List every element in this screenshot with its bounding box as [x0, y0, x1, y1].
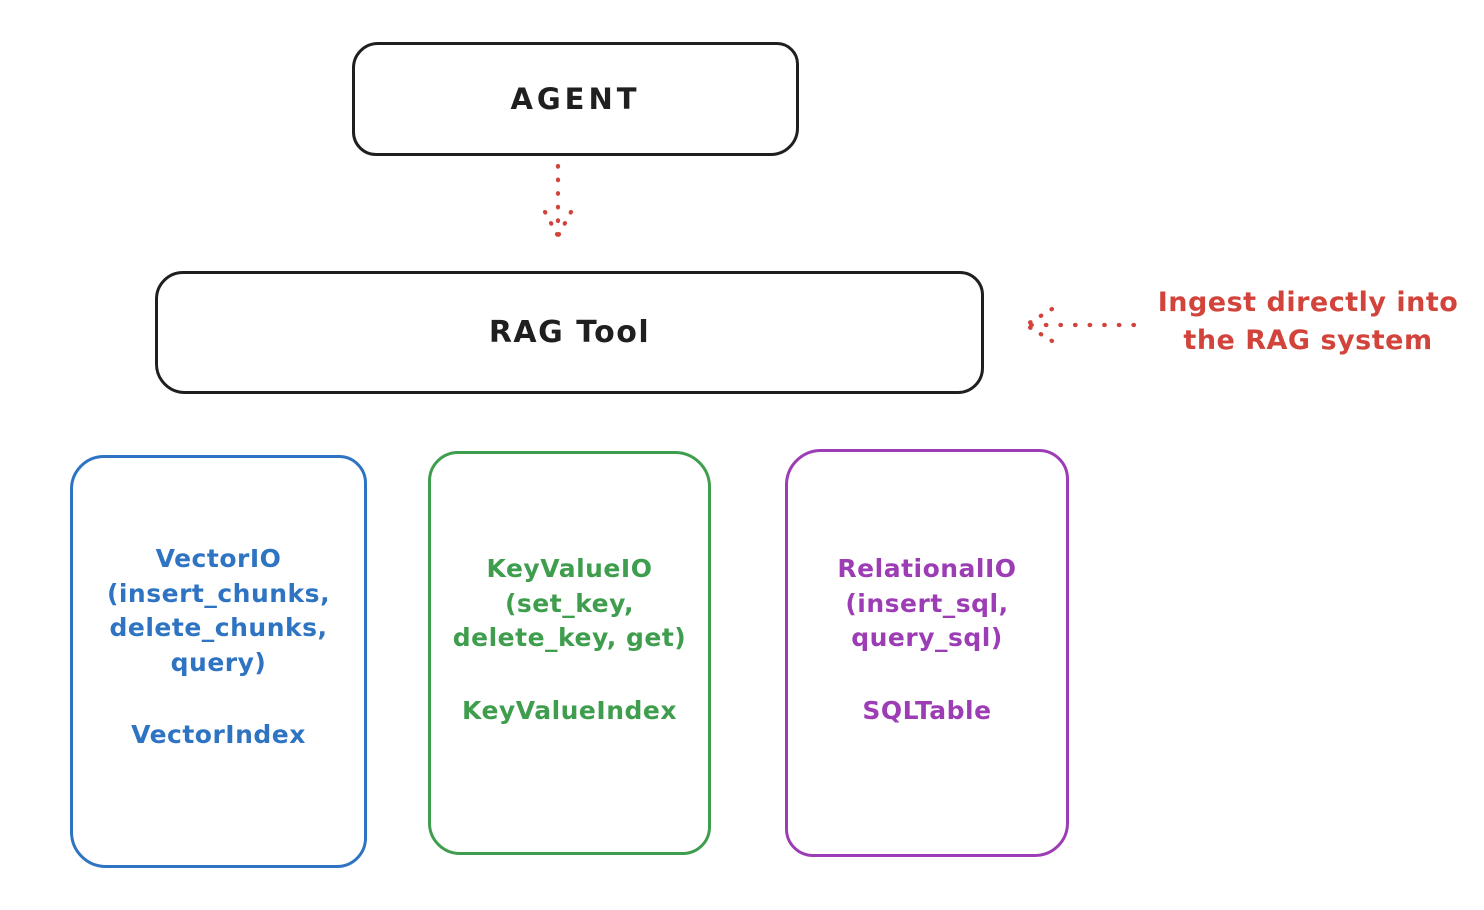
agent-node: AGENT [352, 42, 799, 156]
keyvalue-index-label: KeyValueIndex [462, 695, 677, 725]
keyvalue-io-methods: KeyValueIO (set_key, delete_key, get) [452, 554, 687, 652]
keyvalue-io-card: KeyValueIO (set_key, delete_key, get) Ke… [428, 451, 711, 855]
rag-tool-node: RAG Tool [155, 271, 984, 394]
annotation-to-ragtool-arrow [1016, 300, 1142, 348]
vector-io-card: VectorIO (insert_chunks, delete_chunks, … [70, 455, 367, 868]
sqltable-label: SQLTable [862, 695, 992, 725]
ingest-annotation: Ingest directly into the RAG system [1157, 287, 1459, 356]
vector-index-label: VectorIndex [131, 720, 306, 749]
relational-io-methods: RelationalIO (insert_sql, query_sql) [837, 554, 1017, 652]
agent-label: AGENT [510, 82, 641, 116]
rag-tool-label: RAG Tool [488, 315, 651, 350]
agent-to-ragtool-arrow [538, 162, 578, 262]
vector-io-methods: VectorIO (insert_chunks, delete_chunks, … [106, 544, 331, 677]
relational-io-card: RelationalIO (insert_sql, query_sql) SQL… [785, 449, 1069, 857]
